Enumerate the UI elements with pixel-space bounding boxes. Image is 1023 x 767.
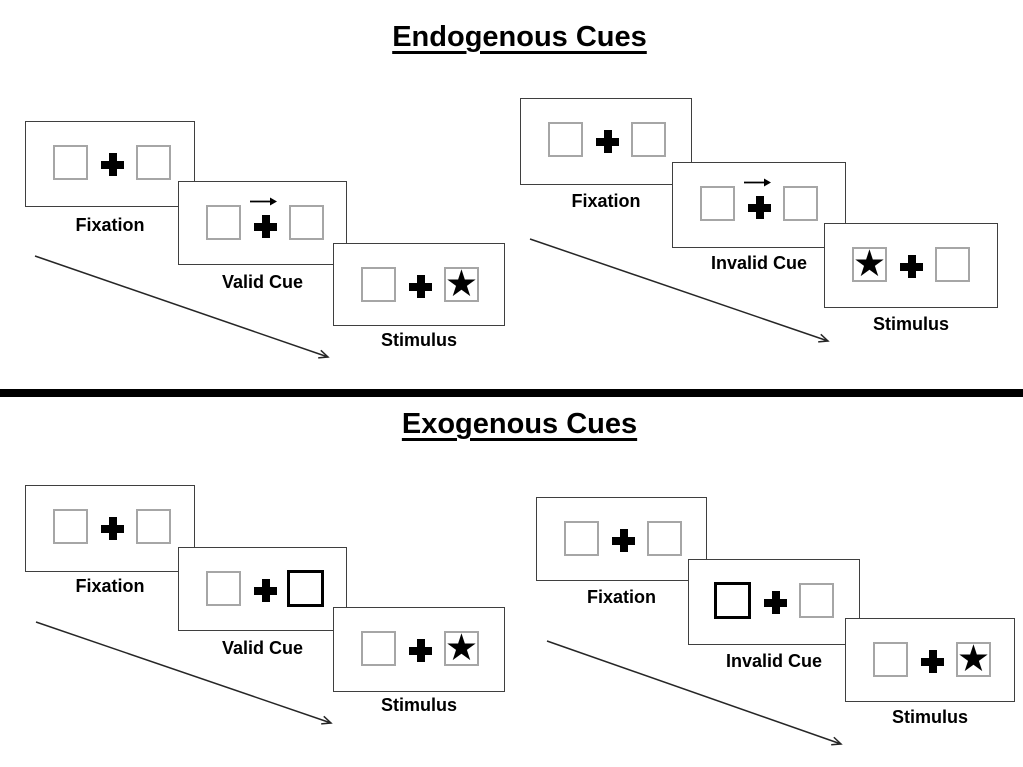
right-box: [783, 186, 818, 221]
panel-label: Stimulus: [891, 707, 968, 727]
panel-label: Invalid Cue: [710, 253, 808, 273]
panel-label: Stimulus: [380, 330, 457, 350]
fixation-cross-icon: [101, 517, 124, 540]
fixation-cross-icon: [612, 529, 635, 552]
right-box-cue-highlight: [287, 570, 324, 607]
fixation-cross-icon: [921, 650, 944, 673]
endo-invalid-stimulus-panel: ★: [824, 223, 998, 308]
endo-invalid-cue-panel: [672, 162, 846, 248]
right-box: [136, 509, 171, 544]
right-box: ★: [444, 261, 479, 305]
left-box: [700, 186, 735, 221]
star-icon: ★: [444, 261, 479, 305]
section-title-endogenous: Endogenous Cues: [392, 21, 647, 53]
panel-label: Fixation: [586, 587, 656, 607]
cue-arrow-right-icon: [744, 178, 771, 187]
fixation-cross-icon: [748, 196, 771, 219]
exo-invalid-fixation-panel: [536, 497, 707, 581]
left-box: [53, 145, 88, 180]
right-box: [631, 122, 666, 157]
exo-valid-stimulus-panel: ★: [333, 607, 505, 692]
fixation-cross-icon: [101, 153, 124, 176]
panel-label: Fixation: [571, 191, 641, 211]
endo-invalid-fixation-panel: [520, 98, 692, 185]
left-box: [206, 571, 241, 606]
left-box: [53, 509, 88, 544]
fixation-cross-icon: [900, 255, 923, 278]
panel-label: Valid Cue: [221, 272, 304, 292]
right-box: [289, 205, 324, 240]
exo-valid-cue-panel: [178, 547, 347, 631]
left-box: [564, 521, 599, 556]
right-box: [799, 583, 834, 618]
endo-valid-stimulus-panel: ★: [333, 243, 505, 326]
panel-label: Invalid Cue: [725, 651, 823, 671]
left-box: ★: [852, 241, 887, 285]
section-divider: [0, 389, 1023, 397]
endo-valid-fixation-panel: [25, 121, 195, 207]
left-box: [361, 631, 396, 666]
right-box: [136, 145, 171, 180]
exo-invalid-stimulus-panel: ★: [845, 618, 1015, 702]
star-icon: ★: [852, 241, 887, 285]
section-title-exogenous: Exogenous Cues: [401, 408, 638, 440]
panel-label: Stimulus: [872, 314, 949, 334]
exo-invalid-cue-panel: [688, 559, 860, 645]
right-box: [647, 521, 682, 556]
left-box: [361, 267, 396, 302]
fixation-cross-icon: [764, 591, 787, 614]
left-box: [206, 205, 241, 240]
cue-arrow-right-icon: [250, 197, 277, 206]
right-box: ★: [956, 636, 991, 680]
fixation-cross-icon: [409, 275, 432, 298]
panel-label: Valid Cue: [221, 638, 304, 658]
right-box: ★: [444, 625, 479, 669]
right-box: [935, 247, 970, 282]
endo-valid-cue-panel: [178, 181, 347, 265]
exo-valid-fixation-panel: [25, 485, 195, 572]
star-icon: ★: [956, 636, 991, 680]
star-icon: ★: [444, 625, 479, 669]
fixation-cross-icon: [254, 579, 277, 602]
left-box-cue-highlight: [714, 582, 751, 619]
fixation-cross-icon: [254, 215, 277, 238]
fixation-cross-icon: [409, 639, 432, 662]
panel-label: Fixation: [75, 576, 145, 596]
left-box: [873, 642, 908, 677]
fixation-cross-icon: [596, 130, 619, 153]
panel-label: Fixation: [75, 215, 145, 235]
left-box: [548, 122, 583, 157]
panel-label: Stimulus: [380, 695, 457, 715]
